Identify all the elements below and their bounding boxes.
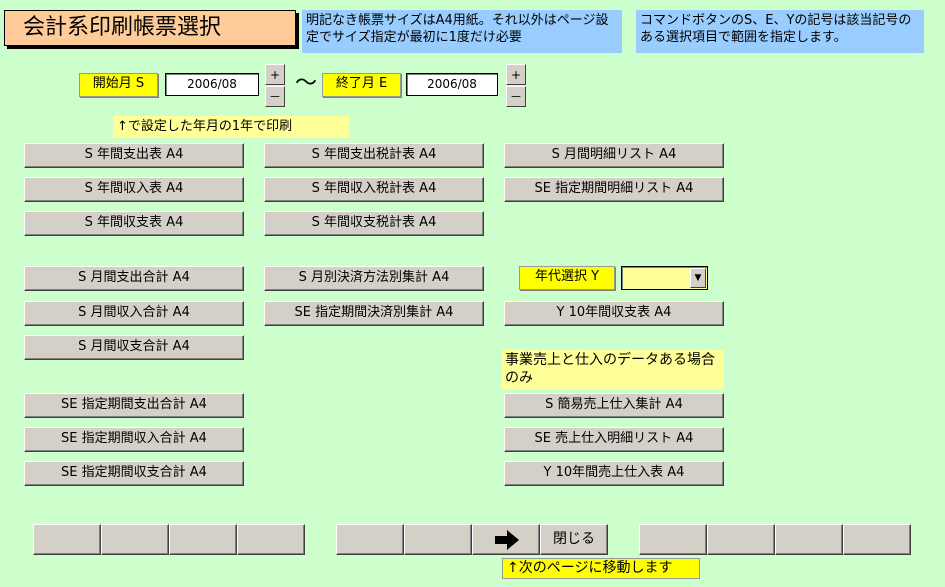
period-detail-button[interactable]: SE 指定期間明細リスト A4 (504, 177, 724, 202)
nav-button-3[interactable] (169, 524, 237, 555)
monthly-balance-total-button[interactable]: S 月間収支合計 A4 (24, 335, 244, 360)
year-select-dropdown[interactable]: ▼ (621, 266, 708, 290)
period-expense-total-button[interactable]: SE 指定期間支出合計 A4 (24, 393, 244, 418)
nav-button-4[interactable] (237, 524, 305, 555)
annual-expense-tax-button[interactable]: S 年間支出税計表 A4 (264, 143, 484, 168)
nav-button-6[interactable] (404, 524, 472, 555)
annual-balance-button[interactable]: S 年間収支表 A4 (24, 211, 244, 236)
close-button[interactable]: 閉じる (540, 524, 608, 555)
next-page-hint: ↑次のページに移動します (502, 558, 700, 579)
end-month-minus-button[interactable]: － (506, 86, 526, 107)
annual-income-button[interactable]: S 年間収入表 A4 (24, 177, 244, 202)
year-select-label: 年代選択 Y (519, 266, 615, 290)
next-page-button[interactable] (472, 524, 540, 555)
nav-button-7[interactable] (639, 524, 707, 555)
arrow-right-icon (495, 530, 519, 550)
end-month-label: 終了月 E (322, 73, 401, 97)
simple-sales-purchase-button[interactable]: S 簡易売上仕入集計 A4 (504, 393, 724, 418)
ten-year-sales-purchase-button[interactable]: Y 10年間売上仕入表 A4 (504, 461, 724, 486)
end-month-field[interactable]: 2006/08 (406, 73, 498, 96)
nav-button-8[interactable] (707, 524, 775, 555)
start-month-plus-button[interactable]: + (265, 64, 285, 85)
page-title: 会計系印刷帳票選択 (4, 10, 296, 46)
monthly-expense-total-button[interactable]: S 月間支出合計 A4 (24, 266, 244, 291)
start-month-label: 開始月 S (79, 73, 158, 97)
nav-button-9[interactable] (775, 524, 843, 555)
period-payment-button[interactable]: SE 指定期間決済別集計 A4 (264, 301, 484, 326)
period-income-total-button[interactable]: SE 指定期間収入合計 A4 (24, 427, 244, 452)
annual-balance-tax-button[interactable]: S 年間収支税計表 A4 (264, 211, 484, 236)
sales-data-note: 事業売上と仕入のデータある場合のみ (502, 350, 724, 389)
monthly-income-total-button[interactable]: S 月間収入合計 A4 (24, 301, 244, 326)
start-month-field[interactable]: 2006/08 (165, 73, 259, 96)
range-tilde: ～ (294, 71, 317, 96)
command-symbol-note: コマンドボタンのS、E、Yの記号は該当記号のある選択項目で範囲を指定します。 (636, 10, 924, 53)
ten-year-balance-button[interactable]: Y 10年間収支表 A4 (504, 301, 724, 326)
nav-button-5[interactable] (336, 524, 404, 555)
period-balance-total-button[interactable]: SE 指定期間収支合計 A4 (24, 461, 244, 486)
nav-button-10[interactable] (843, 524, 911, 555)
paper-size-note: 明記なき帳票サイズはA4用紙。それ以外はページ設定でサイズ指定が最初に1度だけ必… (302, 10, 622, 53)
range-hint: ↑で設定した年月の1年で印刷 (113, 116, 349, 138)
nav-button-2[interactable] (101, 524, 169, 555)
chevron-down-icon[interactable]: ▼ (690, 268, 706, 288)
sales-purchase-detail-button[interactable]: SE 売上仕入明細リスト A4 (504, 427, 724, 452)
annual-income-tax-button[interactable]: S 年間収入税計表 A4 (264, 177, 484, 202)
monthly-detail-button[interactable]: S 月間明細リスト A4 (504, 143, 724, 168)
monthly-payment-method-button[interactable]: S 月別決済方法別集計 A4 (264, 266, 484, 291)
annual-expense-button[interactable]: S 年間支出表 A4 (24, 143, 244, 168)
start-month-minus-button[interactable]: － (265, 86, 285, 107)
nav-button-1[interactable] (33, 524, 101, 555)
end-month-plus-button[interactable]: + (506, 64, 526, 85)
